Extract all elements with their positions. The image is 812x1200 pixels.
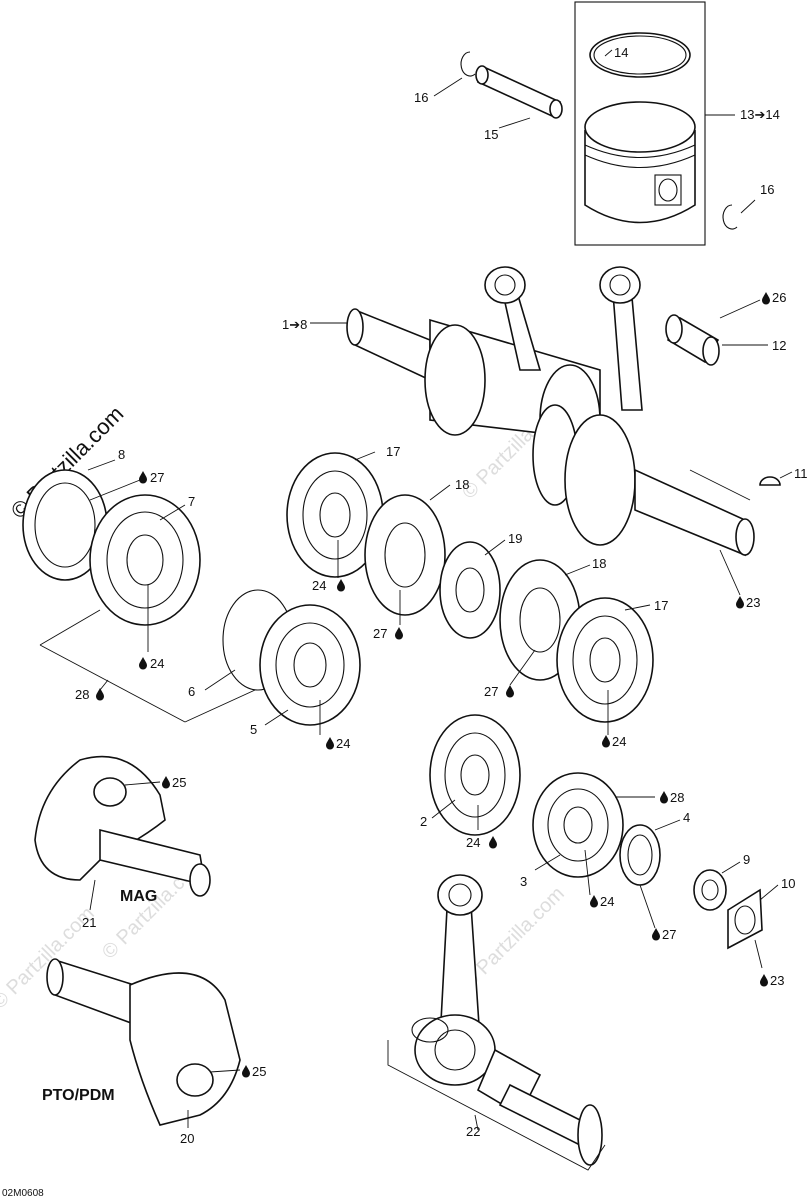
ball-bearing: [532, 772, 624, 878]
callout: 26: [772, 290, 786, 305]
pto-bearing-group: [429, 714, 779, 969]
oil-drop-icon: [139, 471, 147, 484]
callout: 17: [654, 598, 668, 613]
piston-ring: [589, 32, 691, 78]
connecting-rod-kit: [387, 874, 606, 1171]
oil-drop-icon: [139, 657, 147, 670]
oil-drop-icon: [762, 292, 770, 305]
callout-labels: 14 13➔14 15 16 16 1➔8 26 12 11 23 8 27 7…: [2, 45, 808, 1199]
piston: [584, 130, 696, 224]
callout: 24: [312, 578, 326, 593]
callout: 23: [770, 973, 784, 988]
callout: 15: [484, 127, 498, 142]
callout: 24: [612, 734, 626, 749]
washer: [693, 869, 727, 911]
callout: 28: [670, 790, 684, 805]
callout: 18: [592, 556, 606, 571]
oil-drop-icon: [489, 836, 497, 849]
piston-box: [574, 1, 706, 246]
drive-gear: [439, 541, 501, 639]
callout: 27: [484, 684, 498, 699]
oil-drop-icon: [736, 596, 744, 609]
woodruff-key: [759, 476, 781, 486]
callout: 25: [172, 775, 186, 790]
callout: 24: [150, 656, 164, 671]
callout: 9: [743, 852, 750, 867]
callout: 17: [386, 444, 400, 459]
oil-drop-icon: [652, 928, 660, 941]
nut: [727, 888, 763, 950]
callout: 28: [75, 687, 89, 702]
callout: 1➔8: [282, 317, 307, 332]
labyrinth-seal: [364, 494, 446, 616]
center-bearing-group: [286, 451, 654, 735]
callout: 16: [414, 90, 428, 105]
section-label-pto: PTO/PDM: [42, 1087, 115, 1104]
needle-bearing: [665, 314, 720, 366]
oil-drop-icon: [590, 895, 598, 908]
pto-crankshaft-half: [46, 958, 241, 1128]
callout: 22: [466, 1124, 480, 1139]
piston-pin: [476, 66, 562, 118]
callout: 23: [746, 595, 760, 610]
oil-drop-icon: [660, 791, 668, 804]
ball-bearing: [259, 604, 361, 726]
callout: 27: [662, 927, 676, 942]
ball-bearing: [429, 714, 521, 836]
callout: 27: [150, 470, 164, 485]
callout: 4: [683, 810, 690, 825]
callout: 2: [420, 814, 427, 829]
image-code: 02M0608: [2, 1188, 44, 1199]
callout: 16: [760, 182, 774, 197]
oil-drop-icon: [760, 974, 768, 987]
piston-group: [433, 1, 756, 246]
callout: 14: [614, 45, 628, 60]
oil-drop-icon: [337, 579, 345, 592]
callout: 21: [82, 915, 96, 930]
section-label-mag: MAG: [120, 888, 157, 905]
callout: 8: [118, 447, 125, 462]
callout: 24: [466, 835, 480, 850]
callout: 10: [781, 876, 795, 891]
circlip: [722, 204, 738, 230]
callout: 11: [794, 466, 808, 481]
callout: 12: [772, 338, 786, 353]
crank-pin: [498, 1083, 592, 1147]
callout: 25: [252, 1064, 266, 1079]
callout: 19: [508, 531, 522, 546]
callout: 5: [250, 722, 257, 737]
oil-drop-icon: [242, 1065, 250, 1078]
oil-drop-icon: [326, 737, 334, 750]
oil-drop-icon: [506, 685, 514, 698]
callout: 20: [180, 1131, 194, 1146]
oil-drop-icon: [395, 627, 403, 640]
circlip: [460, 51, 476, 77]
callout: 24: [336, 736, 350, 751]
callout: 3: [520, 874, 527, 889]
oil-drop-icon: [162, 776, 170, 789]
oil-drop-icon: [96, 688, 104, 701]
callout: 7: [188, 494, 195, 509]
oil-seal: [619, 824, 661, 886]
callout: 24: [600, 894, 614, 909]
callout: 27: [373, 626, 387, 641]
callout: 6: [188, 684, 195, 699]
crankshaft-assembly: [310, 266, 793, 596]
ball-bearing: [556, 597, 654, 723]
mag-bearing-group: [22, 459, 361, 735]
oil-drop-icon: [602, 735, 610, 748]
callout: 13➔14: [740, 107, 780, 122]
mag-crankshaft-half: [34, 755, 211, 911]
callout: 18: [455, 477, 469, 492]
